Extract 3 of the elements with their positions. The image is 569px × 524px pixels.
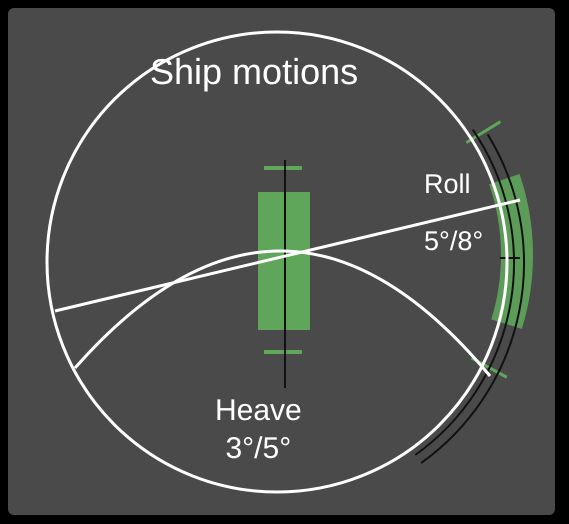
diagram-title: Ship motions — [150, 52, 358, 92]
roll-label: Roll 5°/8° — [424, 168, 484, 258]
heave-label: Heave 3°/5° — [215, 393, 302, 466]
